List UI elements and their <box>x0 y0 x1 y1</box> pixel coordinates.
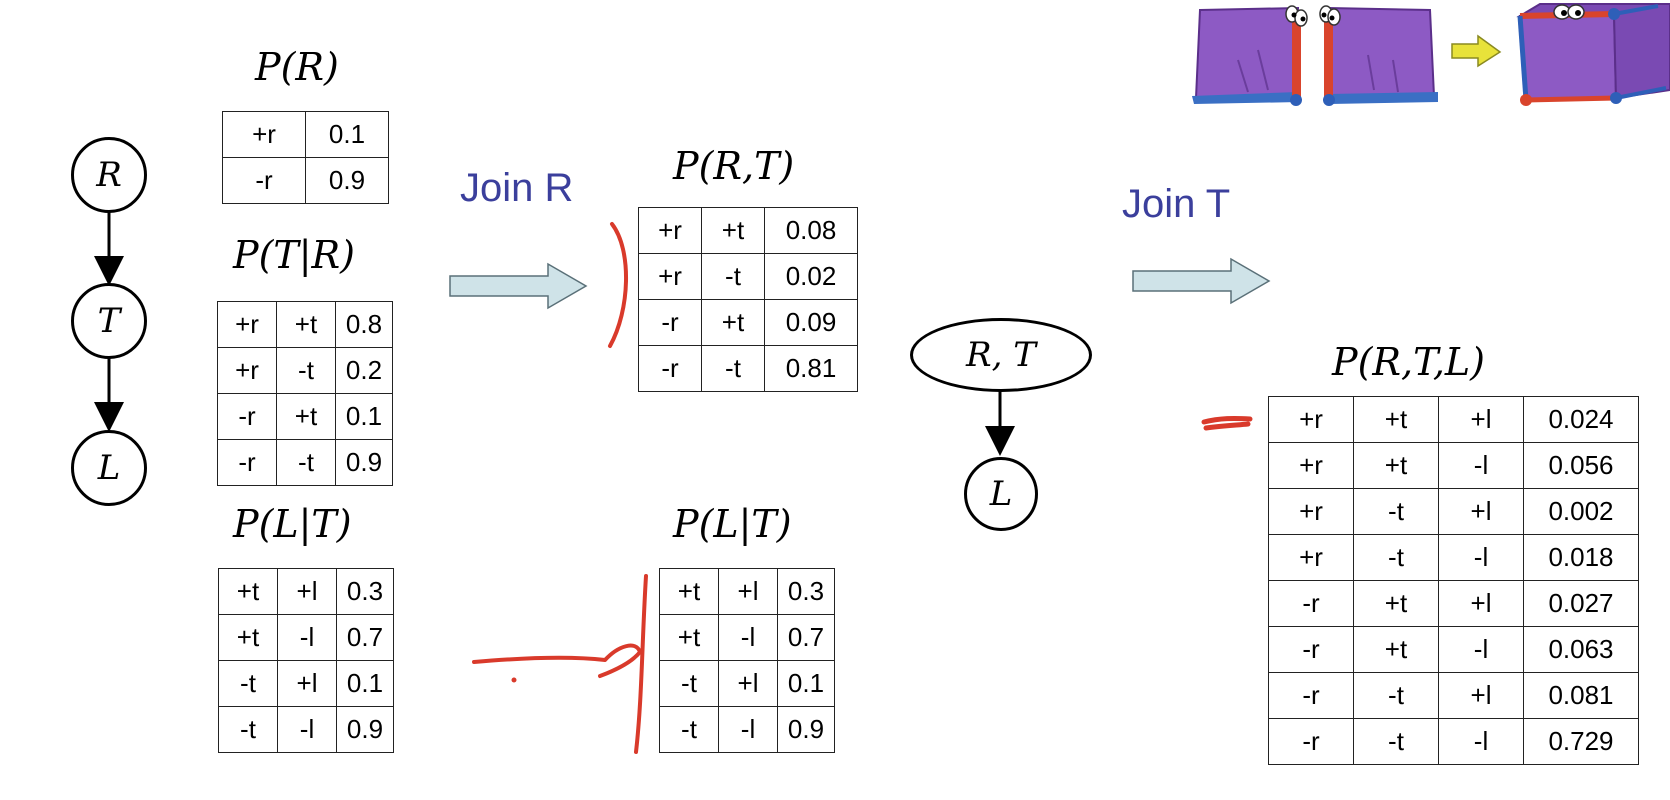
joining-boxes-illustration <box>1192 3 1670 106</box>
p-l-given-t-mid-title: P(L|T) <box>673 502 792 546</box>
red-bracket-prt <box>608 222 628 348</box>
p-rt-title: P(R,T) <box>673 144 795 188</box>
node-l-merged: L <box>964 457 1038 531</box>
red-dot <box>511 677 517 683</box>
right-box-half-icon <box>1319 5 1438 106</box>
p-r-title: P(R) <box>255 45 339 89</box>
red-bracket-plt <box>634 574 648 754</box>
join-t-label: Join T <box>1122 182 1231 226</box>
p-t-given-r-title: P(T|R) <box>233 233 355 277</box>
p-rtl-title: P(R,T,L) <box>1332 340 1485 384</box>
join-r-arrow <box>449 262 588 310</box>
yellow-arrow-icon <box>1451 34 1502 68</box>
left-box-half-icon <box>1192 5 1308 106</box>
joined-box-icon <box>1516 3 1670 106</box>
join-t-arrow <box>1132 257 1271 305</box>
node-rt: R, T <box>910 318 1092 392</box>
join-r-label: Join R <box>460 166 574 210</box>
red-dash-mark <box>1201 415 1253 431</box>
node-r: R <box>71 137 147 213</box>
red-squiggle-arrow <box>472 643 642 678</box>
node-t: T <box>71 283 147 359</box>
p-l-given-t-title: P(L|T) <box>233 502 352 546</box>
node-l: L <box>71 430 147 506</box>
